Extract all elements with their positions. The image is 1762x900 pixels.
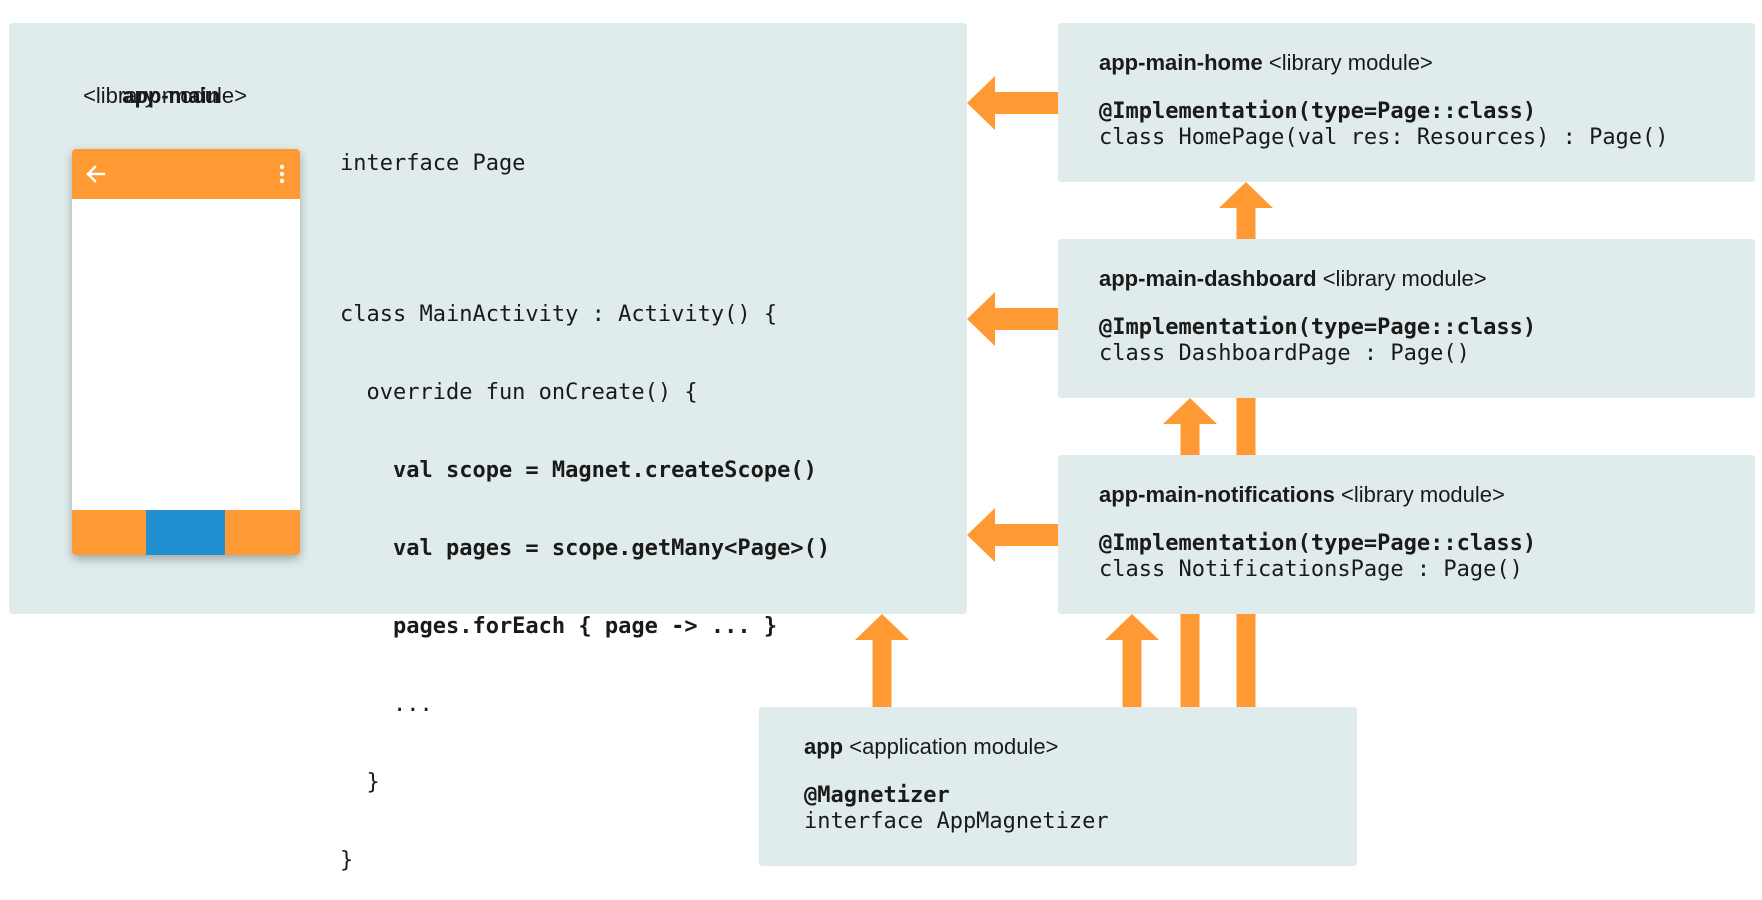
main-activity-code: class MainActivity : Activity() { overri… — [340, 250, 830, 900]
app-module-kind: <application module> — [849, 734, 1059, 759]
app-main-kind: <library module> — [83, 83, 247, 108]
app-annotation: @Magnetizer — [804, 783, 950, 808]
dashboard-module-title: app-main-dashboard <library module> — [1099, 266, 1487, 292]
more-vert-icon — [279, 164, 285, 184]
page-interface-declaration: interface Page — [340, 151, 526, 176]
code-line: } — [340, 848, 354, 873]
app-module-name: app — [804, 734, 844, 759]
phone-app-bar-icons — [72, 149, 300, 199]
app-to-notifications-arrow — [1105, 614, 1159, 707]
dashboard-module-kind: <library module> — [1322, 266, 1487, 291]
code-line: override fun onCreate() { — [340, 380, 698, 405]
dashboard-to-main-arrow — [967, 292, 1058, 346]
app-box — [759, 707, 1357, 866]
notifications-module-kind: <library module> — [1341, 482, 1505, 507]
app-to-home-line-mid — [1236, 398, 1256, 455]
code-line: ... — [340, 692, 433, 717]
notifications-to-main-arrow — [967, 508, 1058, 562]
app-main-name: app-main — [122, 83, 221, 108]
home-annotation: @Implementation(type=Page::class) — [1099, 99, 1537, 124]
notifications-module-title: app-main-notifications <library module> — [1099, 482, 1505, 508]
code-line: val pages = scope.getMany<Page>() — [340, 536, 831, 561]
dashboard-module-name: app-main-dashboard — [1099, 266, 1317, 291]
dashboard-class-line: class DashboardPage : Page() — [1099, 341, 1470, 366]
app-to-main-arrow — [855, 614, 909, 707]
app-main-title: app-main — [40, 57, 290, 109]
app-main-dashboard-box — [1058, 239, 1755, 398]
app-main-home-box — [1058, 23, 1755, 182]
app-to-dashboard-line — [1180, 614, 1200, 707]
code-line: pages.forEach { page -> ... } — [340, 614, 778, 639]
arrow-left-icon — [86, 165, 106, 183]
phone-bottom-nav-active-item — [146, 510, 225, 555]
app-to-home-arrow — [1219, 182, 1273, 239]
phone-app-bar — [72, 149, 300, 199]
notifications-module-name: app-main-notifications — [1099, 482, 1335, 507]
phone-mockup — [72, 149, 300, 555]
notifications-class-line: class NotificationsPage : Page() — [1099, 557, 1523, 582]
dashboard-annotation: @Implementation(type=Page::class) — [1099, 315, 1537, 340]
code-line: val scope = Magnet.createScope() — [340, 458, 817, 483]
home-to-main-arrow — [967, 76, 1058, 130]
home-module-kind: <library module> — [1268, 50, 1433, 75]
app-module-title: app <application module> — [804, 734, 1058, 760]
arrow-group — [855, 76, 1273, 707]
notifications-annotation: @Implementation(type=Page::class) — [1099, 531, 1537, 556]
home-module-title: app-main-home <library module> — [1099, 50, 1433, 76]
app-to-home-line-lower — [1236, 614, 1256, 707]
app-main-notifications-box — [1058, 455, 1755, 614]
code-line: class MainActivity : Activity() { — [340, 302, 778, 327]
home-class-line: class HomePage(val res: Resources) : Pag… — [1099, 125, 1669, 150]
code-line: } — [340, 770, 380, 795]
app-class-line: interface AppMagnetizer — [804, 809, 1109, 834]
app-to-dashboard-arrow — [1163, 398, 1217, 455]
home-module-name: app-main-home — [1099, 50, 1263, 75]
